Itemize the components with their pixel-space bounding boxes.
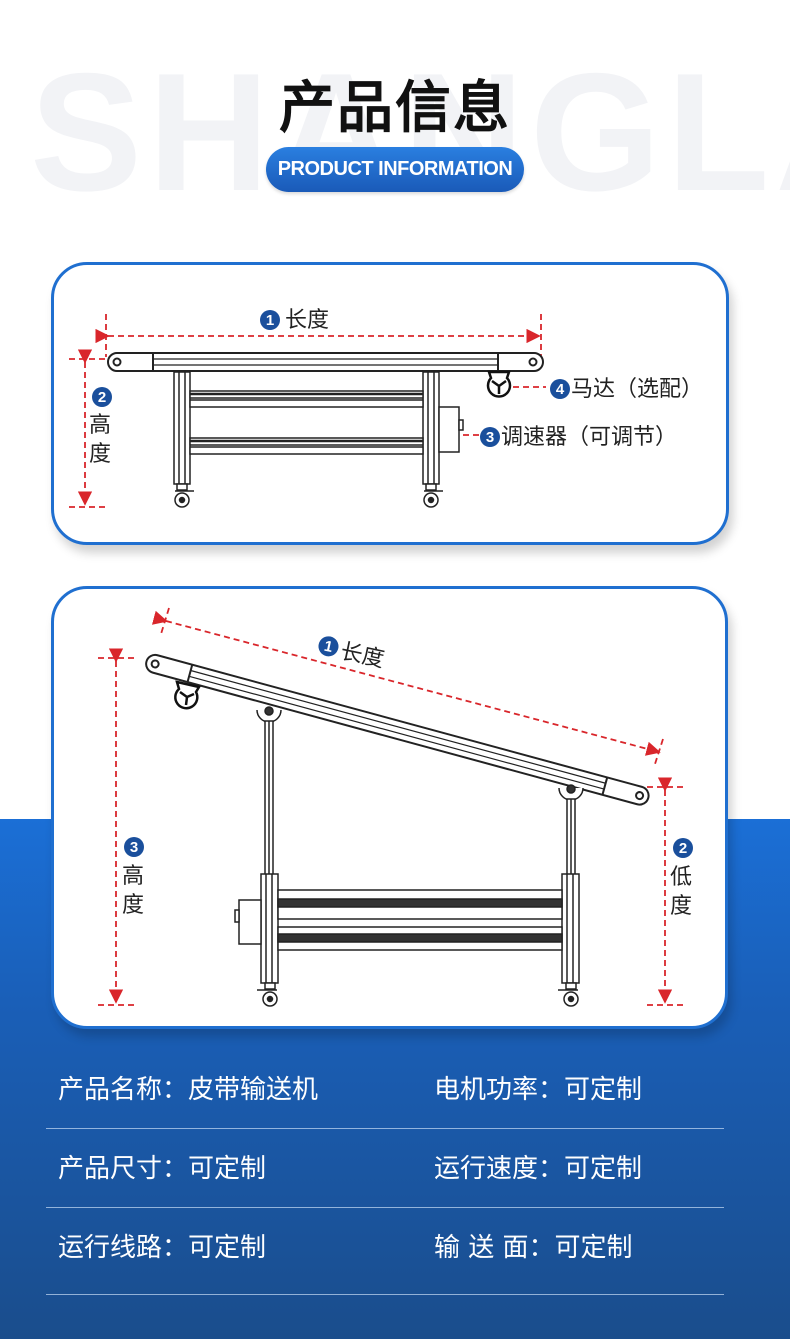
spec-product-name: 产品名称：皮带输送机 [58,1075,319,1105]
svg-text:度: 度 [89,442,111,467]
number-badge-1 [318,636,339,657]
height-dimension-line [98,648,135,1006]
svg-text:度: 度 [670,894,692,919]
spec-row: 产品名称：皮带输送机 电机功率：可定制 [46,1050,724,1129]
height-dimension-line [69,349,107,508]
svg-text:低: 低 [670,865,692,890]
conveyor-belt [145,653,650,806]
height-label: 3 高 度 [122,837,144,918]
motor-icon [486,370,512,398]
length-label: 1 长度 [318,636,386,673]
speed-controller-label: 3 调速器（可调节） [480,425,677,450]
svg-text:3: 3 [486,429,494,446]
svg-text:4: 4 [556,381,565,398]
svg-text:高: 高 [122,864,144,889]
svg-text:1: 1 [266,312,274,329]
number-badge-3 [124,837,144,857]
svg-text:2: 2 [98,389,106,406]
svg-text:调速器（可调节）: 调速器（可调节） [501,425,677,450]
product-specs-table: 产品名称：皮带输送机 电机功率：可定制 产品尺寸：可定制 运行速度：可定制 运行… [46,1050,724,1295]
svg-text:度: 度 [122,893,144,918]
number-badge-2 [673,838,693,858]
svg-text:长度: 长度 [285,308,329,333]
svg-text:高: 高 [89,413,111,438]
svg-text:3: 3 [130,839,138,856]
flat-conveyor-diagram: 1 长度 2 高 度 4 马达（选配） 3 调速器（可调节） [69,308,703,508]
spec-row: 运行线路：可定制 输 送 面：可定制 [46,1208,724,1295]
motor-icon [174,680,201,710]
conveyor-frame [173,371,464,485]
length-dimension-line [95,314,542,357]
conveyor-frame [234,873,580,984]
number-badge-4 [550,379,570,399]
inclined-conveyor-diagram-card: 1 长度 3 高 度 2 低 度 [51,586,728,1029]
low-height-label: 2 低 度 [670,838,693,919]
svg-text:1: 1 [323,638,335,656]
caster-wheels [257,982,579,1007]
number-badge-2 [92,387,112,407]
spec-product-size: 产品尺寸：可定制 [58,1154,267,1184]
motor-label: 4 马达（选配） [550,377,703,402]
spec-running-speed: 运行速度：可定制 [434,1154,643,1184]
length-label: 1 长度 [260,308,329,333]
support-posts [256,706,584,877]
low-height-dimension-line [647,777,686,1006]
flat-conveyor-diagram-card: 1 长度 2 高 度 4 马达（选配） 3 调速器（可调节） [51,262,729,545]
spec-row: 产品尺寸：可定制 运行速度：可定制 [46,1129,724,1208]
spec-running-route: 运行线路：可定制 [58,1233,267,1263]
height-label: 2 高 度 [89,387,112,467]
subtitle-pill: PRODUCT INFORMATION [266,147,524,192]
number-badge-1 [260,310,280,330]
conveyor-belt [107,352,544,372]
spec-conveying-surface: 输 送 面：可定制 [434,1233,633,1263]
svg-text:2: 2 [679,840,687,857]
inclined-conveyor-diagram: 1 长度 3 高 度 2 低 度 [98,607,693,1007]
number-badge-3 [480,427,500,447]
svg-text:马达（选配）: 马达（选配） [571,377,703,402]
length-dimension-line [151,607,664,765]
spec-motor-power: 电机功率：可定制 [434,1075,643,1105]
page-title: 产品信息 [279,76,511,141]
caster-wheels [174,483,443,508]
